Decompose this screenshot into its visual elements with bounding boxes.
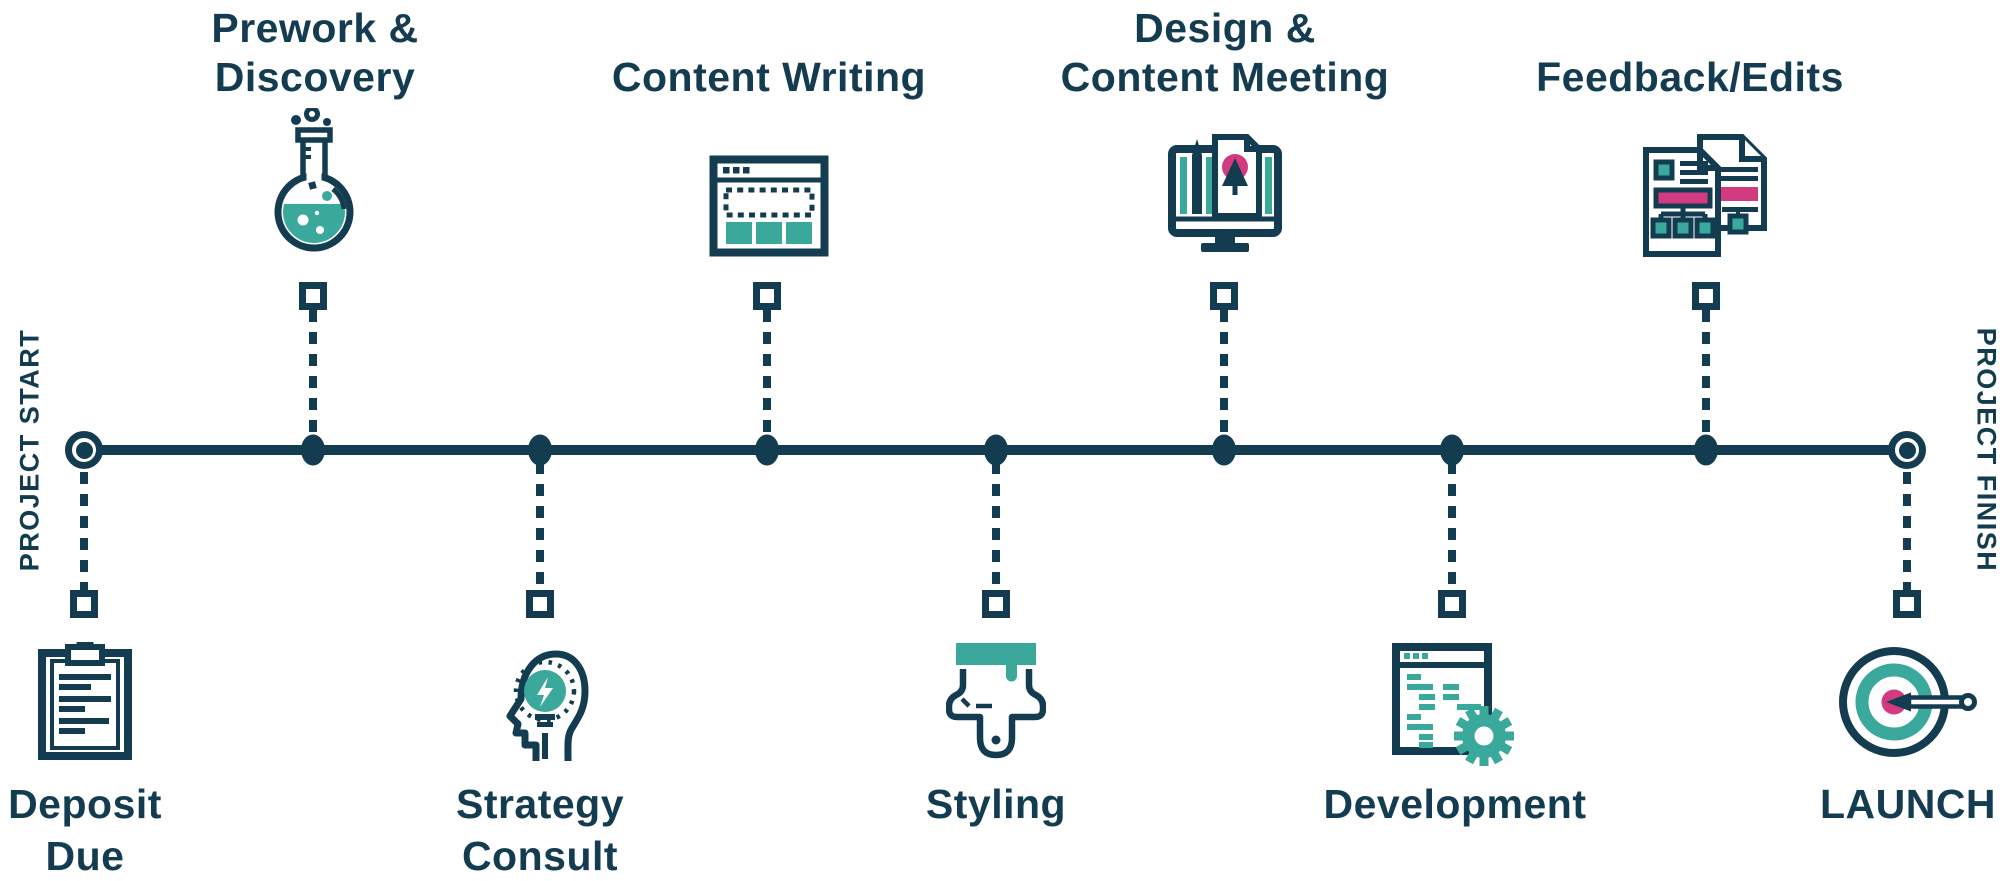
project-finish-marker	[1888, 431, 1926, 469]
connector-dash	[80, 472, 88, 590]
connector-dash	[763, 310, 771, 440]
feedback-documents-icon	[1643, 134, 1767, 257]
strategy-head-icon	[506, 650, 589, 762]
project-start-label: PROJECT START	[14, 328, 45, 572]
content-browser-icon	[709, 155, 829, 257]
connector-dash	[309, 310, 317, 440]
milestone-label-strategy-consult: Strategy Consult	[280, 778, 800, 881]
title-line: Discovery	[214, 54, 416, 100]
connector-square	[1893, 590, 1921, 618]
timeline-dot-strategy	[528, 434, 552, 466]
connector-dash	[1448, 462, 1456, 590]
connector-square	[1438, 590, 1466, 618]
title-line: Styling	[925, 781, 1067, 827]
development-code-icon	[1392, 643, 1514, 766]
timeline-dot-development	[1440, 434, 1464, 466]
title-line: Consult	[461, 833, 619, 879]
connector-square	[982, 590, 1010, 618]
design-monitor-icon	[1168, 134, 1282, 252]
title-line: Development	[1323, 781, 1587, 827]
paintbrush-icon	[946, 643, 1046, 759]
title-line: LAUNCH	[1819, 781, 1997, 827]
title-line: Content Meeting	[1060, 54, 1390, 100]
gear-icon	[1454, 706, 1514, 766]
connector-square	[1692, 282, 1720, 310]
milestone-title-content-writing: Content Writing	[509, 2, 1029, 102]
connector-square	[299, 282, 327, 310]
connector-square	[1210, 282, 1238, 310]
marker-core	[1898, 441, 1916, 459]
connector-square	[70, 590, 98, 618]
project-start-marker	[65, 431, 103, 469]
milestone-title-design-content-meeting: Design & Content Meeting	[965, 2, 1485, 102]
connector-dash	[1903, 472, 1911, 590]
milestone-label-styling: Styling	[736, 778, 1256, 830]
project-finish-label: PROJECT FINISH	[1971, 327, 2000, 573]
connector-square	[753, 282, 781, 310]
connector-dash	[536, 462, 544, 590]
title-line: Deposit	[8, 781, 162, 827]
milestone-label-development: Development	[1195, 778, 1715, 830]
title-line: Prework &	[211, 5, 419, 51]
connector-dash	[992, 462, 1000, 590]
milestone-title-prework-discovery: Prework & Discovery	[55, 2, 575, 102]
flask-icon	[274, 108, 354, 252]
title-line: Design &	[1134, 5, 1316, 51]
milestone-label-launch: LAUNCH	[1648, 778, 2000, 830]
connector-dash	[1702, 310, 1710, 440]
title-line: Strategy	[455, 781, 625, 827]
clipboard-icon	[38, 642, 132, 760]
title-line: Due	[45, 833, 125, 879]
launch-target-icon	[1839, 647, 1977, 757]
timeline-dot-styling	[984, 434, 1008, 466]
title-line: Feedback/Edits	[1536, 54, 1844, 100]
connector-square	[526, 590, 554, 618]
marker-core	[75, 441, 93, 459]
title-line: Content Writing	[611, 54, 927, 100]
milestone-label-deposit-due: Deposit Due	[0, 778, 345, 881]
milestone-title-feedback-edits: Feedback/Edits	[1430, 2, 1950, 102]
connector-dash	[1220, 310, 1228, 440]
